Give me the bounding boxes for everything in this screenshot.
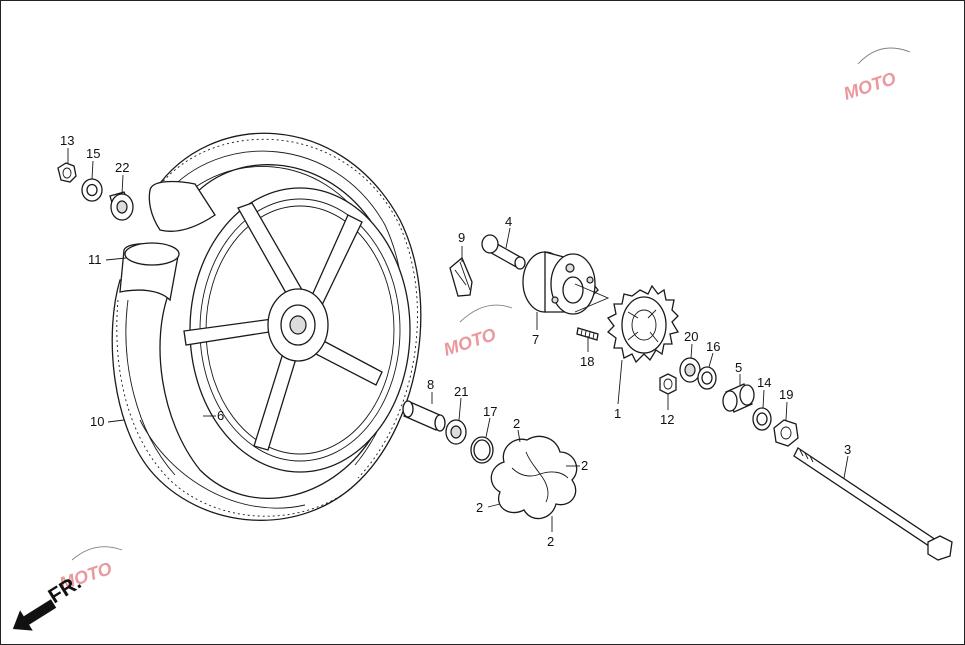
callout-1: 1 bbox=[614, 406, 621, 421]
washer-15 bbox=[81, 178, 103, 202]
callout-16: 16 bbox=[706, 339, 720, 354]
leader-lines bbox=[67, 148, 849, 532]
inner-tube bbox=[119, 180, 216, 302]
spacer-8 bbox=[402, 400, 446, 432]
callout-2-left: 2 bbox=[476, 500, 483, 515]
oil-seal-16 bbox=[697, 366, 717, 390]
wheel-rim bbox=[183, 187, 411, 473]
callout-14: 14 bbox=[757, 375, 771, 390]
callout-7: 7 bbox=[532, 332, 539, 347]
callout-8: 8 bbox=[427, 377, 434, 392]
callout-15: 15 bbox=[86, 146, 100, 161]
stud-18 bbox=[576, 327, 599, 341]
axle-nut-19 bbox=[773, 419, 799, 447]
arrow-left-icon bbox=[12, 599, 57, 631]
callout-12: 12 bbox=[660, 412, 674, 427]
callouts: 13 15 22 11 10 6 9 4 7 18 1 20 16 12 5 1… bbox=[60, 133, 851, 549]
callout-2-bottom: 2 bbox=[547, 534, 554, 549]
axle-3 bbox=[793, 447, 953, 561]
bolt-4 bbox=[481, 234, 526, 270]
callout-13: 13 bbox=[60, 133, 74, 148]
watermark-text: MOTO bbox=[841, 68, 898, 104]
bearing-22 bbox=[109, 191, 134, 221]
callout-10: 10 bbox=[90, 414, 104, 429]
callout-3: 3 bbox=[844, 442, 851, 457]
hex-nut-13 bbox=[57, 162, 77, 183]
callout-18: 18 bbox=[580, 354, 594, 369]
callout-21: 21 bbox=[454, 384, 468, 399]
watermark-text: MOTO bbox=[441, 324, 498, 360]
damper-rubber-9 bbox=[449, 256, 473, 297]
callout-11: 11 bbox=[88, 252, 102, 267]
rear-sprocket-1 bbox=[607, 284, 680, 364]
callout-2-right: 2 bbox=[581, 458, 588, 473]
o-ring-17 bbox=[470, 436, 494, 464]
front-direction-indicator: FR. bbox=[12, 571, 85, 631]
watermark-top-right: MOTO bbox=[841, 47, 911, 104]
callout-5: 5 bbox=[735, 360, 742, 375]
sprocket-flange-7 bbox=[522, 251, 610, 315]
nut-12 bbox=[659, 373, 677, 395]
callout-20: 20 bbox=[684, 329, 698, 344]
collar-5 bbox=[722, 383, 755, 413]
callout-6: 6 bbox=[217, 408, 224, 423]
callout-17: 17 bbox=[483, 404, 497, 419]
bearing-20 bbox=[679, 357, 701, 383]
hub-damper-2 bbox=[490, 435, 578, 520]
bearing-21 bbox=[445, 419, 467, 445]
callout-4: 4 bbox=[505, 214, 512, 229]
watermark-center: MOTO bbox=[441, 304, 513, 360]
callout-2-top: 2 bbox=[513, 416, 520, 431]
callout-22: 22 bbox=[115, 160, 129, 175]
callout-9: 9 bbox=[458, 230, 465, 245]
washer-14 bbox=[752, 407, 772, 431]
callout-19: 19 bbox=[779, 387, 793, 402]
